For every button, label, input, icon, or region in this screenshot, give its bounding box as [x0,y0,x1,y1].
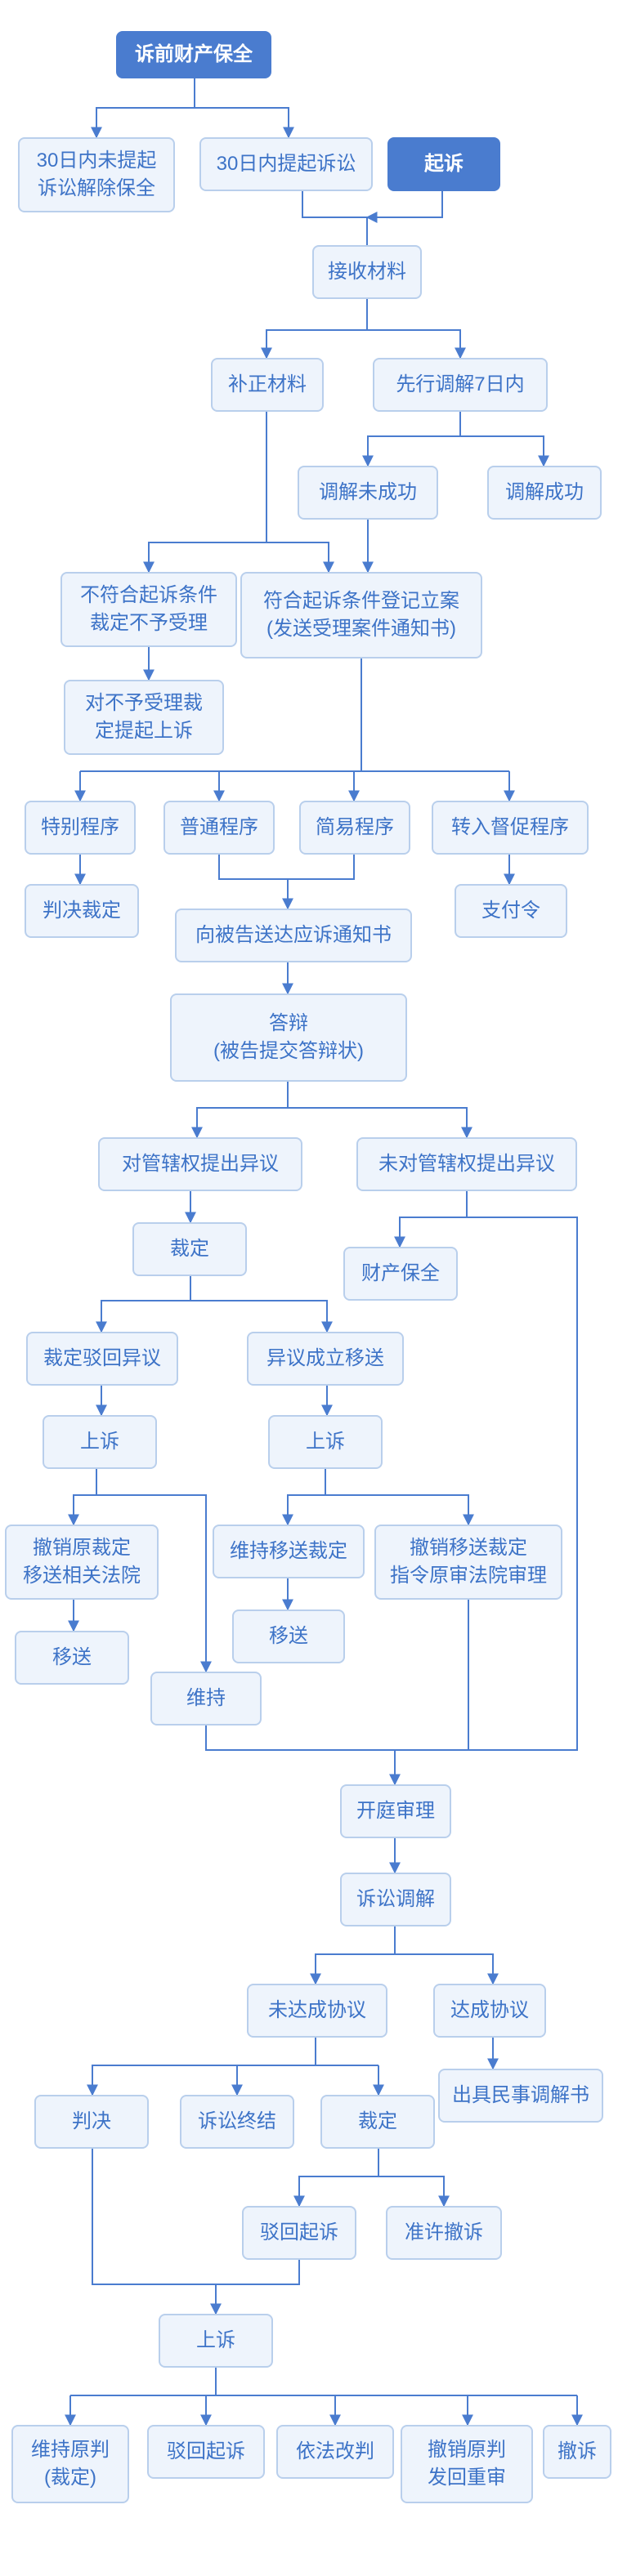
node-amend-judgment: 依法改判 [276,2425,394,2479]
node-revoke-retrial: 撤销原判 发回重审 [401,2425,533,2503]
node-litigation-mediation: 诉讼调解 [340,1873,451,1926]
node-supervision-procedure: 转入督促程序 [432,801,589,855]
connector-uphold-down [205,1726,395,1751]
node-allow-withdrawal: 准许撤诉 [386,2206,502,2260]
connector-to-final-appeal [92,2149,300,2314]
node-ordinary-procedure: 普通程序 [163,801,275,855]
node-mediation-failed: 调解未成功 [298,466,438,520]
node-judgment: 判决 [34,2095,149,2149]
connector-no-agreement-split [92,2038,378,2095]
node-appeal-right: 上诉 [268,1415,383,1469]
node-appeal-rejection: 对不予受理裁 定提起上诉 [64,680,224,755]
connector-appeal-right-split [287,1469,468,1525]
node-appeal-left: 上诉 [43,1415,157,1469]
node-suit-30-days: 30日内提起诉讼 [199,137,373,191]
connector-pre-preservation-split [96,78,289,137]
connector-receive-split [266,299,460,358]
connector-ruling-bottom-split [298,2149,444,2206]
connector-to-send-notice [218,855,355,909]
connector-to-receive-materials [302,191,443,245]
node-jurisdiction-objection: 对管辖权提出异议 [98,1137,302,1191]
node-agreement: 达成协议 [433,1984,546,2038]
node-special-procedure: 特别程序 [25,801,136,855]
connector-final-appeal-split [70,2368,577,2396]
node-uphold-transfer: 维持移送裁定 [213,1525,365,1578]
node-uphold: 维持 [150,1672,262,1726]
connector-mediation-split [367,412,544,466]
node-payment-order: 支付令 [455,884,567,938]
node-pre-mediation: 先行调解7日内 [373,358,548,412]
node-court-hearing: 开庭审理 [340,1784,451,1838]
node-revoke-transfer-trial: 撤销移送裁定 指令原审法院审理 [374,1525,562,1600]
node-no-suit-30-days: 30日内未提起 诉讼解除保全 [18,137,175,212]
connector-revoke-trial-down [395,1600,469,1751]
node-transfer-left: 移送 [15,1631,129,1685]
node-send-notice: 向被告送达应诉通知书 [175,909,412,962]
node-no-jurisdiction-objection: 未对管辖权提出异议 [356,1137,577,1191]
node-pre-suit-preservation: 诉前财产保全 [116,31,271,78]
node-dismiss-suit: 驳回起诉 [242,2206,356,2260]
node-mediation-document: 出具民事调解书 [438,2069,603,2123]
node-supplement-materials: 补正材料 [211,358,324,412]
node-dismiss-suit-final: 驳回起诉 [147,2425,265,2479]
node-defense: 答辩 (被告提交答辩状) [170,993,407,1082]
node-objection-rejected: 裁定驳回异议 [26,1332,178,1386]
node-not-accepted: 不符合起诉条件 裁定不予受理 [60,572,237,647]
node-ruling: 裁定 [132,1222,247,1276]
node-uphold-original: 维持原判 (裁定) [11,2425,129,2503]
node-simple-procedure: 简易程序 [299,801,410,855]
connector-accepted-split [80,659,509,772]
connector-mediation-result-split [315,1926,493,1984]
node-mediation-success: 调解成功 [487,466,602,520]
node-revoke-transfer: 撤销原裁定 移送相关法院 [5,1525,159,1600]
node-transfer-mid: 移送 [232,1609,345,1663]
connector-defense-split [196,1082,467,1137]
node-ruling-bottom: 裁定 [320,2095,435,2149]
node-file-suit: 起诉 [387,137,500,191]
node-withdraw: 撤诉 [543,2425,611,2479]
node-no-agreement: 未达成协议 [247,1984,387,2038]
connector-ruling-split [101,1276,327,1332]
node-objection-transfer: 异议成立移送 [247,1332,404,1386]
node-judgment-ruling: 判决裁定 [25,884,139,938]
node-accepted: 符合起诉条件登记立案 (发送受理案件通知书) [240,572,482,659]
node-final-appeal: 上诉 [159,2314,273,2368]
node-property-preservation: 财产保全 [343,1247,458,1301]
node-litigation-end: 诉讼终结 [180,2095,294,2149]
node-receive-materials: 接收材料 [312,245,422,299]
